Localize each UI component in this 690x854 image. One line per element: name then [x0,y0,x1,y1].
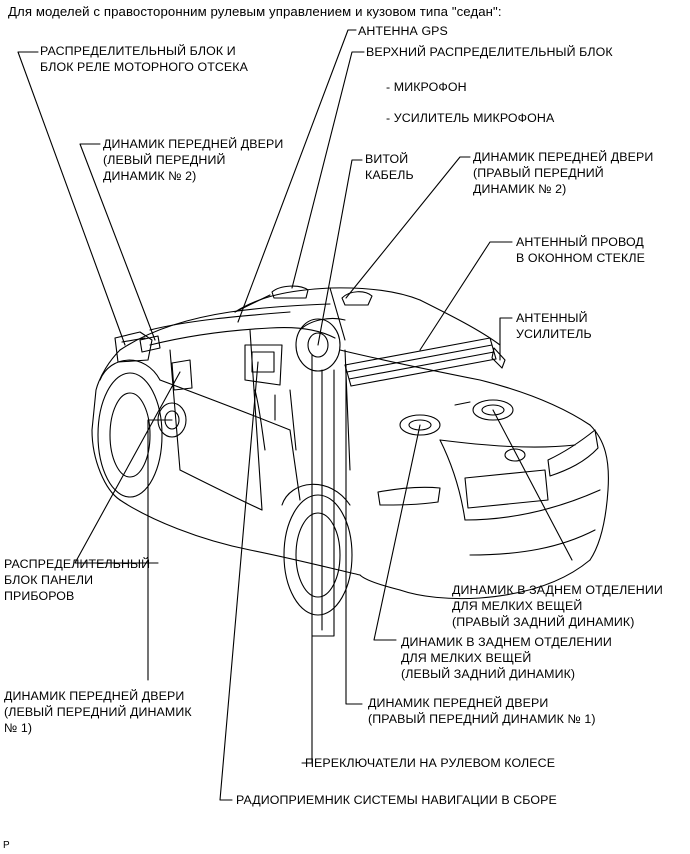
leader-lines [17,29,573,801]
interior [149,317,346,451]
label-instrument-panel-junction-block: РАСПРЕДЕЛИТЕЛЬНЫЙ БЛОК ПАНЕЛИ ПРИБОРОВ [4,556,150,604]
label-line: РАСПРЕДЕЛИТЕЛЬНЫЙ [4,557,151,571]
label-line: ДИНАМИК ПЕРЕДНЕЙ ДВЕРИ [368,696,549,710]
label-line: (ПРАВЫЙ ПЕРЕДНИЙ ДИНАМИК № 1) [368,712,596,726]
label-line: АНТЕННЫЙ [516,311,588,325]
label-line: В ОКОННОМ СТЕКЛЕ [516,251,645,265]
label-line: ДЛЯ МЕЛКИХ ВЕЩЕЙ [401,651,532,665]
label-line: ДИНАМИК № 2) [103,169,197,183]
label-steering-wheel-switches: ПЕРЕКЛЮЧАТЕЛИ НА РУЛЕВОМ КОЛЕСЕ [305,755,555,771]
label-roof-console: ВЕРХНИЙ РАСПРЕДЕЛИТЕЛЬНЫЙ БЛОК [366,44,613,60]
label-rear-left-speaker: ДИНАМИК В ЗАДНЕМ ОТДЕЛЕНИИ ДЛЯ МЕЛКИХ ВЕ… [401,634,612,682]
label-line: (ПРАВЫЙ ЗАДНИЙ ДИНАМИК) [452,615,635,629]
label-line: РАДИОПРИЕМНИК СИСТЕМЫ НАВИГАЦИИ В СБОРЕ [236,793,557,807]
label-line: ПРИБОРОВ [4,589,75,603]
label-gps-antenna: АНТЕННА GPS [358,23,448,39]
label-navigation-receiver: РАДИОПРИЕМНИК СИСТЕМЫ НАВИГАЦИИ В СБОРЕ [236,792,557,808]
diagram-title: Для моделей с правосторонним рулевым упр… [8,4,502,19]
car-body-outline [91,287,609,600]
label-line: (ЛЕВЫЙ ПЕРЕДНИЙ ДИНАМИК [4,705,192,719]
label-line: БЛОК ПАНЕЛИ [4,573,94,587]
label-line: КАБЕЛЬ [365,168,414,182]
label-line: ДИНАМИК ПЕРЕДНЕЙ ДВЕРИ [473,150,654,164]
label-line: ДИНАМИК ПЕРЕДНЕЙ ДВЕРИ [103,137,284,151]
label-line: УСИЛИТЕЛЬ [516,327,592,341]
label-engine-room-junction-block: РАСПРЕДЕЛИТЕЛЬНЫЙ БЛОК И БЛОК РЕЛЕ МОТОР… [40,43,248,75]
label-spiral-cable: ВИТОЙ КАБЕЛЬ [365,151,414,183]
label-line: (ПРАВЫЙ ПЕРЕДНИЙ [473,166,604,180]
label-front-door-right-speaker-1: ДИНАМИК ПЕРЕДНЕЙ ДВЕРИ (ПРАВЫЙ ПЕРЕДНИЙ … [368,695,596,727]
label-line: БЛОК РЕЛЕ МОТОРНОГО ОТСЕКА [40,60,248,74]
label-front-door-left-speaker-2: ДИНАМИК ПЕРЕДНЕЙ ДВЕРИ (ЛЕВЫЙ ПЕРЕДНИЙ Д… [103,136,283,184]
label-window-antenna: АНТЕННЫЙ ПРОВОД В ОКОННОМ СТЕКЛЕ [516,234,645,266]
label-rear-right-speaker: ДИНАМИК В ЗАДНЕМ ОТДЕЛЕНИИ ДЛЯ МЕЛКИХ ВЕ… [452,582,663,630]
label-front-door-left-speaker-1: ДИНАМИК ПЕРЕДНЕЙ ДВЕРИ (ЛЕВЫЙ ПЕРЕДНИЙ Д… [4,688,192,736]
label-microphone: - МИКРОФОН [386,79,467,95]
label-line: РАСПРЕДЕЛИТЕЛЬНЫЙ БЛОК И [40,44,236,58]
label-line: АНТЕННА GPS [358,24,448,38]
label-front-door-right-speaker-2: ДИНАМИК ПЕРЕДНЕЙ ДВЕРИ (ПРАВЫЙ ПЕРЕДНИЙ … [473,149,653,197]
label-line: - МИКРОФОН [386,80,467,94]
label-line: ДИНАМИК В ЗАДНЕМ ОТДЕЛЕНИИ [401,635,612,649]
figure-code: P [3,840,10,851]
label-line: ДЛЯ МЕЛКИХ ВЕЩЕЙ [452,599,583,613]
label-line: ДИНАМИК № 2) [473,182,567,196]
label-line: (ЛЕВЫЙ ЗАДНИЙ ДИНАМИК) [401,667,576,681]
label-line: АНТЕННЫЙ ПРОВОД [516,235,644,249]
label-line: ВЕРХНИЙ РАСПРЕДЕЛИТЕЛЬНЫЙ БЛОК [366,45,613,59]
label-antenna-amplifier: АНТЕННЫЙ УСИЛИТЕЛЬ [516,310,592,342]
label-line: (ЛЕВЫЙ ПЕРЕДНИЙ [103,153,226,167]
label-line: ПЕРЕКЛЮЧАТЕЛИ НА РУЛЕВОМ КОЛЕСЕ [305,756,556,770]
label-line: ДИНАМИК В ЗАДНЕМ ОТДЕЛЕНИИ [452,583,663,597]
label-line: ВИТОЙ [365,152,409,166]
label-line: ДИНАМИК ПЕРЕДНЕЙ ДВЕРИ [4,689,185,703]
label-line: № 1) [4,721,33,735]
label-line: - УСИЛИТЕЛЬ МИКРОФОНА [386,111,555,125]
label-microphone-amplifier: - УСИЛИТЕЛЬ МИКРОФОНА [386,110,554,126]
